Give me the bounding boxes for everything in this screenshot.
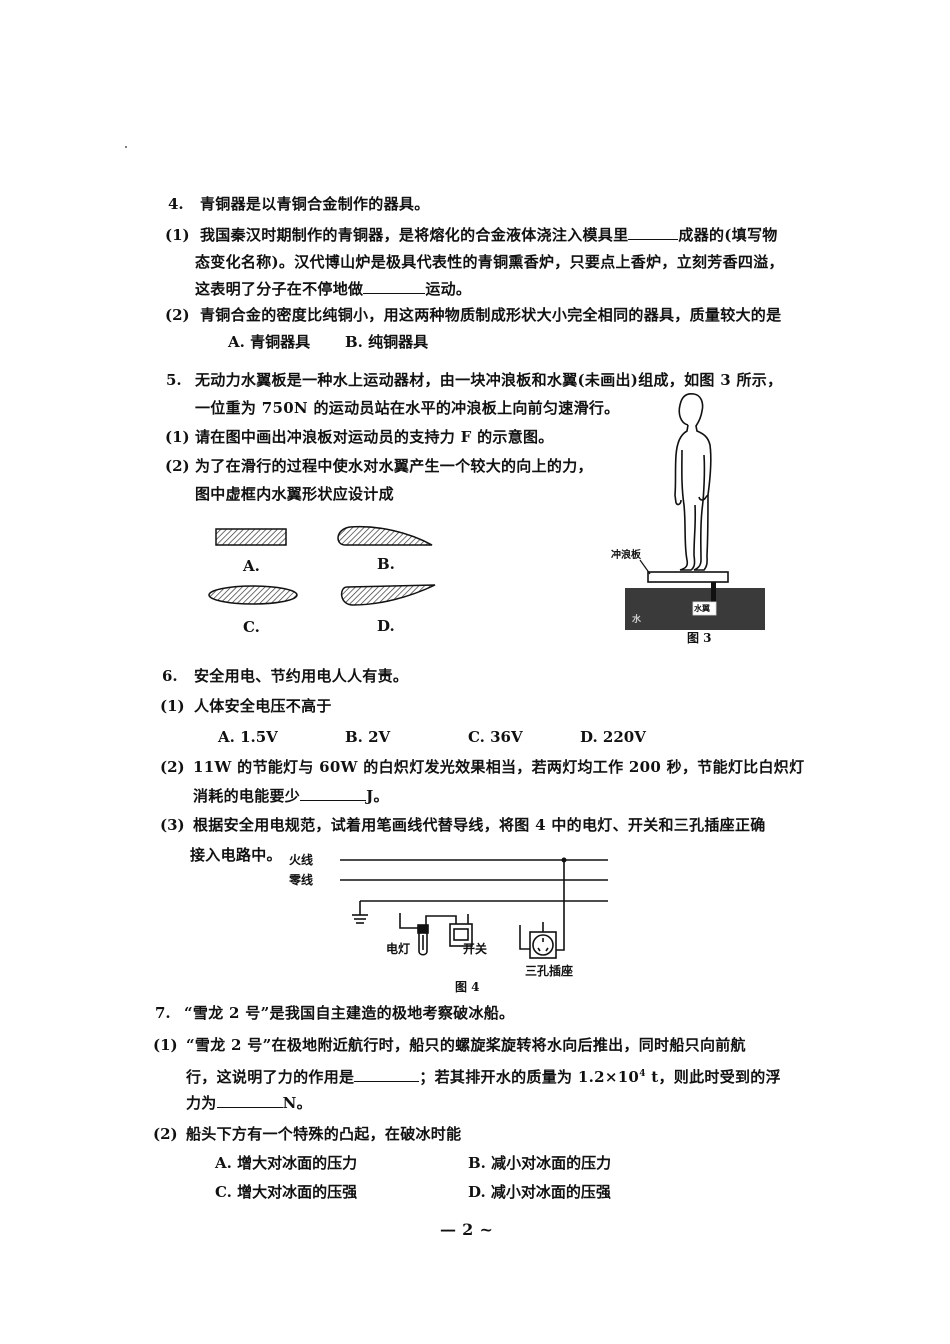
question-stem: 无动力水翼板是一种水上运动器材，由一块冲浪板和水翼(未画出)组成，如图 3 所示…: [195, 371, 783, 389]
option-b[interactable]: B. 2V: [345, 728, 391, 746]
subquestion-text: 行，这说明了力的作用是 ；若其排开水的质量为 1.2×104 t，则此时受到的浮: [186, 1064, 781, 1087]
subquestion-text: 我国秦汉时期制作的青铜器，是将熔化的合金液体浇注入模具里 成器的(填写物: [200, 225, 778, 245]
text-segment: 这表明了分子在不停地做: [195, 280, 364, 298]
shape-label-d: D.: [377, 617, 395, 635]
live-wire-label: 火线: [289, 853, 314, 867]
subquestion-number: (2): [165, 306, 190, 324]
option-a[interactable]: A. 增大对冰面的压力: [215, 1154, 358, 1172]
option-c[interactable]: C. 36V: [468, 728, 523, 746]
question-stem: 安全用电、节约用电人人有责。: [194, 667, 409, 685]
shape-c-ellipse-icon[interactable]: [208, 585, 298, 605]
subquestion-text: 11W 的节能灯与 60W 的白炽灯发光效果相当，若两灯均工作 200 秒，节能…: [193, 758, 805, 776]
shape-d-inverted-airfoil-icon[interactable]: [340, 584, 436, 606]
subquestion-number: (1): [165, 226, 190, 244]
water-label: 水: [632, 615, 642, 625]
subquestion-text: 根据安全用电规范，试着用笔画线代替导线，将图 4 中的电灯、开关和三孔插座正确: [193, 816, 766, 834]
ground-symbol-icon: [352, 901, 368, 924]
subquestion-text: 消耗的电能要少 J。: [193, 786, 389, 806]
switch-label: 开关: [463, 942, 488, 956]
subquestion-number: (1): [160, 697, 185, 715]
question-number: 7.: [155, 1004, 171, 1022]
junction-dot: [561, 857, 567, 863]
subquestion-text: 接入电路中。: [190, 846, 282, 864]
subquestion-number: (3): [160, 816, 185, 834]
text-segment: N。: [282, 1094, 312, 1112]
subquestion-number: (1): [153, 1036, 178, 1054]
answer-blank[interactable]: [354, 1067, 420, 1082]
hydrofoil-dashed-box[interactable]: [692, 601, 717, 616]
subquestion-text: 态变化名称)。汉代博山炉是极具代表性的青铜熏香炉，只要点上香炉，立刻芳香四溢，: [195, 253, 784, 271]
answer-blank[interactable]: [628, 225, 679, 240]
subquestion-text: 图中虚框内水翼形状应设计成: [195, 485, 394, 503]
text-segment: t，则此时受到的浮: [645, 1068, 781, 1086]
subquestion-text: 这表明了分子在不停地做 运动。: [195, 279, 471, 299]
question-stem: 青铜器是以青铜合金制作的器具。: [200, 195, 430, 213]
hydrofoil-shape-options: [208, 525, 436, 606]
text-segment: 消耗的电能要少: [193, 787, 301, 805]
text-segment: 我国秦汉时期制作的青铜器，是将熔化的合金液体浇注入模具里: [200, 226, 629, 244]
question-number: 4.: [168, 195, 184, 213]
option-a[interactable]: A. 1.5V: [218, 728, 278, 746]
answer-blank[interactable]: [363, 279, 426, 294]
subquestion-number: (1): [165, 428, 190, 446]
text-segment: 力为: [186, 1094, 217, 1112]
scan-speck: [125, 146, 127, 148]
switch-icon[interactable]: [449, 914, 473, 947]
subquestion-text: 请在图中画出冲浪板对运动员的支持力 F 的示意图。: [195, 428, 554, 446]
page-number: — 2 ~: [440, 1220, 494, 1239]
subquestion-number: (2): [160, 758, 185, 776]
athlete-figure-icon: [674, 392, 712, 571]
question-number: 5.: [166, 371, 182, 389]
subquestion-number: (2): [153, 1125, 178, 1143]
option-a[interactable]: A. 青铜器具: [228, 333, 311, 351]
lamp-icon[interactable]: [399, 913, 457, 956]
answer-blank[interactable]: [216, 1093, 283, 1108]
option-d[interactable]: D. 减小对冰面的压强: [468, 1183, 611, 1201]
answer-blank[interactable]: [300, 786, 367, 801]
shape-label-c: C.: [243, 618, 260, 636]
hydrofoil-label: 水翼: [694, 603, 710, 613]
figure-4-caption: 图 4: [455, 980, 480, 994]
lamp-label: 电灯: [386, 942, 411, 956]
text-segment: ；若其排开水的质量为 1.2×10: [419, 1068, 640, 1086]
subquestion-number: (2): [165, 457, 190, 475]
question-stem: 一位重为 750N 的运动员站在水平的冲浪板上向前匀速滑行。: [195, 399, 620, 417]
three-hole-socket-icon[interactable]: [519, 860, 565, 959]
subquestion-text: “雪龙 2 号”在极地附近航行时，船只的螺旋桨旋转将水向后推出，同时船只向前航: [186, 1036, 746, 1054]
option-b[interactable]: B. 减小对冰面的压力: [468, 1154, 612, 1172]
neutral-wire-label: 零线: [289, 873, 314, 887]
figure-4-circuit-diagram: [340, 857, 608, 959]
subquestion-text: 力为 N。: [186, 1093, 312, 1113]
text-segment: J。: [366, 787, 389, 805]
socket-label: 三孔插座: [525, 964, 574, 978]
text-segment: 成器的(填写物: [678, 226, 778, 244]
option-d[interactable]: D. 220V: [580, 728, 646, 746]
figure-3-caption: 图 3: [687, 631, 712, 645]
subquestion-text: 人体安全电压不高于: [194, 697, 332, 715]
surfboard-icon: [647, 571, 729, 583]
subquestion-text: 青铜合金的密度比纯铜小，用这两种物质制成形状大小完全相同的器具，质量较大的是: [200, 306, 782, 324]
text-segment: 行，这说明了力的作用是: [186, 1068, 355, 1086]
subquestion-text: 为了在滑行的过程中使水对水翼产生一个较大的向上的力，: [195, 457, 593, 475]
option-b[interactable]: B. 纯铜器具: [345, 333, 429, 351]
shape-a-rectangle-icon[interactable]: [215, 528, 287, 546]
board-leader-line: [639, 559, 651, 575]
figure-3-surfer-illustration: [625, 392, 765, 630]
board-label: 冲浪板: [611, 550, 641, 561]
shape-label-b: B.: [377, 555, 395, 573]
question-number: 6.: [162, 667, 178, 685]
question-stem: “雪龙 2 号”是我国自主建造的极地考察破冰船。: [184, 1004, 515, 1022]
text-segment: 运动。: [425, 280, 472, 298]
shape-b-airfoil-icon[interactable]: [337, 525, 433, 546]
exponent: 4: [639, 1069, 646, 1079]
shape-label-a: A.: [243, 557, 260, 575]
option-c[interactable]: C. 增大对冰面的压强: [215, 1183, 358, 1201]
subquestion-text: 船头下方有一个特殊的凸起，在破冰时能: [186, 1125, 462, 1143]
